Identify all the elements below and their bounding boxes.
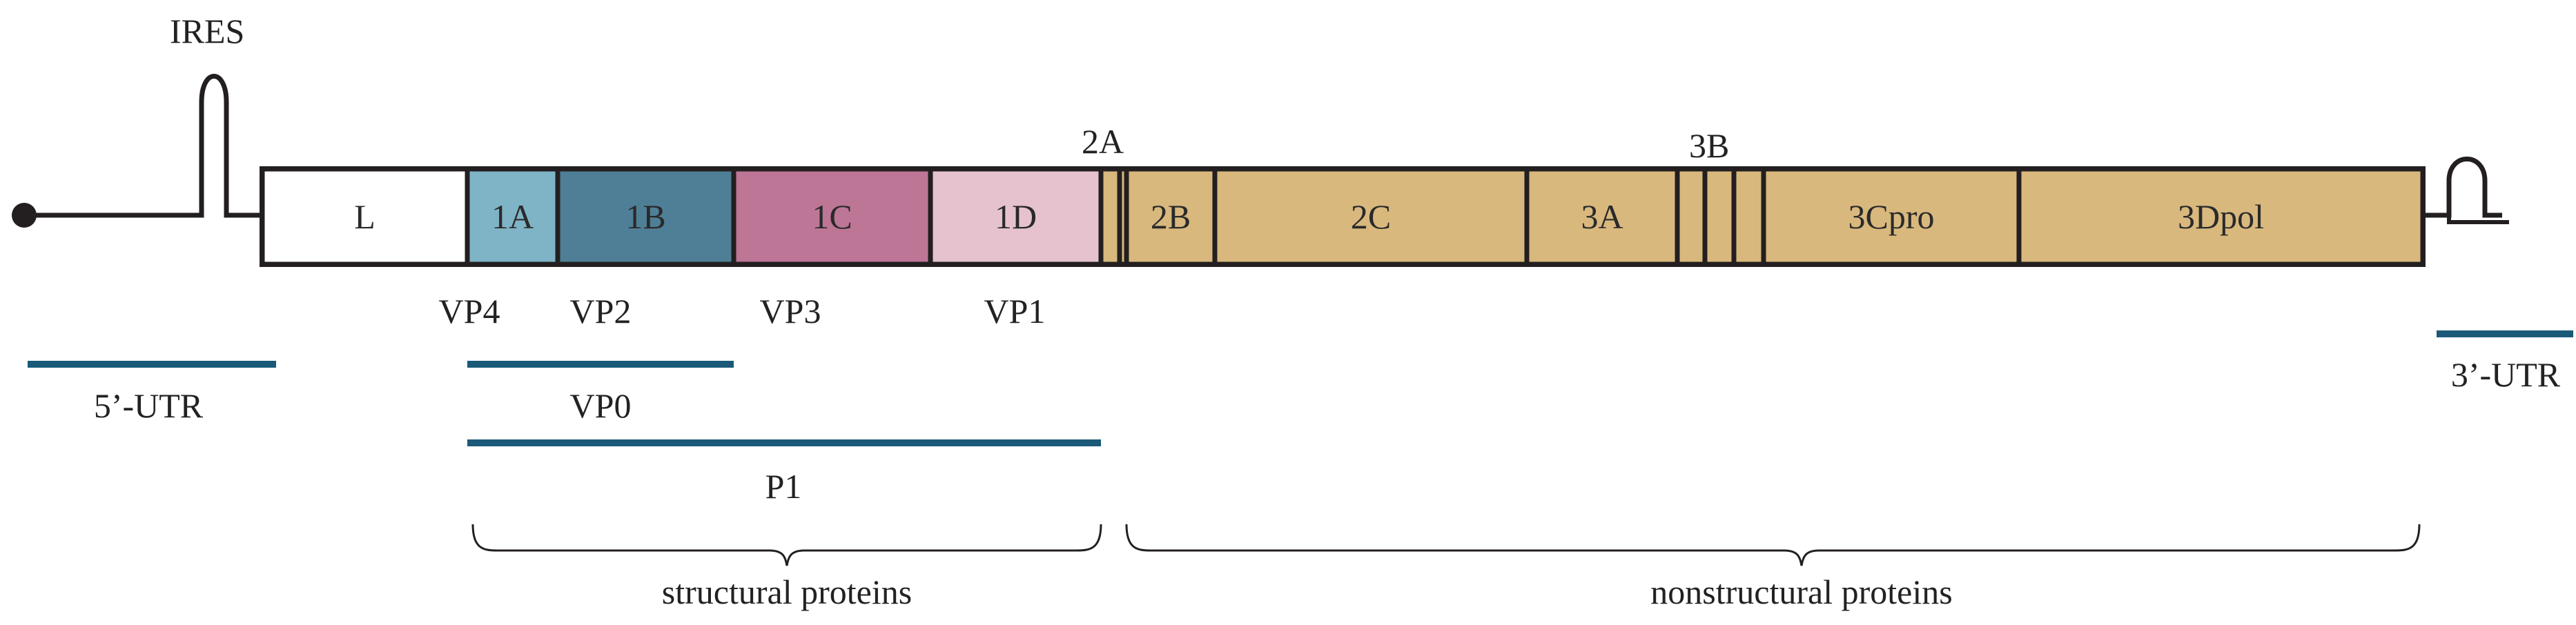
segment-1c-label: 1C	[812, 197, 852, 236]
utr5-label: 5’-UTR	[94, 386, 204, 425]
segment-3a-label: 3A	[1581, 197, 1623, 236]
nonstructural-proteins-label: nonstructural proteins	[1650, 573, 1952, 611]
ires-stem-loop	[24, 74, 262, 218]
segment-2b-label: 2B	[1151, 197, 1191, 236]
segment-1a-label: 1A	[491, 197, 534, 236]
nonstructural-brace	[1125, 524, 2421, 566]
three-prime-tail	[2423, 157, 2502, 218]
segment-3b-region	[1675, 166, 1766, 267]
segment-2a-label: 2A	[1082, 122, 1124, 161]
p1-label: P1	[765, 467, 802, 506]
segment-1c-box	[731, 166, 933, 267]
segment-3b-copies	[1675, 169, 1766, 264]
segment-3cpro-label: 3Cpro	[1848, 197, 1935, 236]
segment-l-box	[260, 166, 470, 267]
vp3-label: VP3	[760, 292, 821, 330]
segment-2c-label: 2C	[1351, 197, 1391, 236]
poly-a-hook	[2447, 215, 2509, 224]
segment-3dpol-box	[2016, 166, 2426, 267]
segment-2b-box	[1124, 166, 1218, 267]
vp2-label: VP2	[570, 292, 632, 330]
segment-1d-box	[928, 166, 1104, 267]
segment-l-label: L	[354, 197, 375, 236]
segment-3b-label: 3B	[1689, 126, 1729, 165]
structural-brace	[471, 524, 1102, 566]
segment-1b-label: 1B	[625, 197, 665, 236]
vp1-label: VP1	[984, 292, 1046, 330]
vp4-label: VP4	[439, 292, 500, 330]
utr3-label: 3’-UTR	[2451, 355, 2561, 394]
segment-3dpol-label: 3Dpol	[2178, 197, 2264, 236]
ires-label: IRES	[170, 12, 244, 50]
genome-segments: L 1A 1B 1C 1D 2B 2C 3A 3Cpro 3Dpol	[260, 166, 2426, 267]
structural-proteins-label: structural proteins	[662, 573, 912, 611]
segment-2a-region	[1098, 166, 1129, 267]
segment-2c-box	[1212, 166, 1530, 267]
vp0-label: VP0	[570, 386, 632, 425]
segment-3a-box	[1524, 166, 1680, 267]
segment-3cpro-box	[1761, 166, 2022, 267]
segment-1d-label: 1D	[995, 197, 1037, 236]
